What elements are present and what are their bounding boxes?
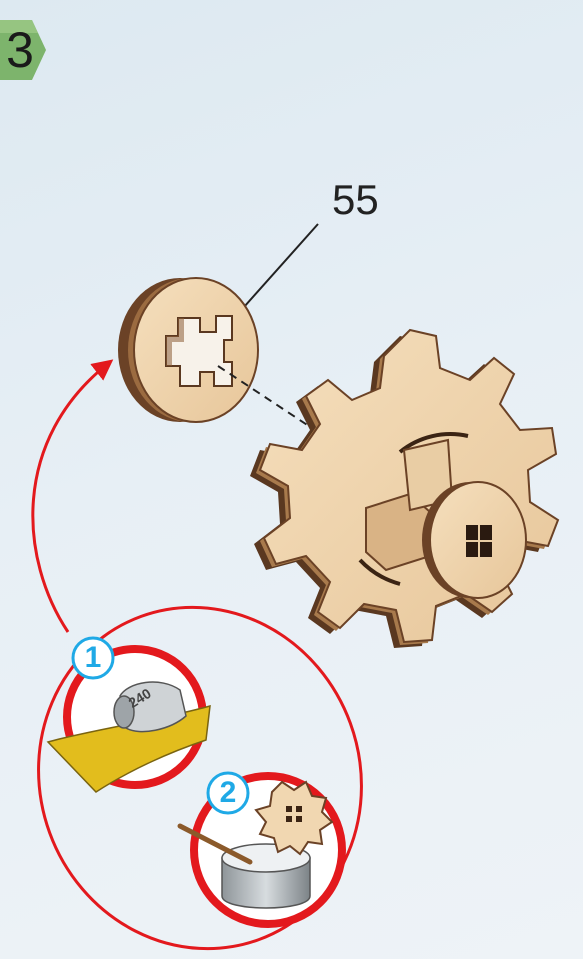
part-number-label: 55 [332,176,379,224]
glue-pot-icon [180,776,342,924]
step-number: 3 [0,14,46,86]
small-disc-part [118,278,258,422]
tool-badge-2-label: 2 [207,772,249,814]
large-gear-part [250,330,558,648]
red-arrow [33,362,110,632]
leader-line [236,224,318,316]
tool-badge-1-label: 1 [72,637,114,679]
